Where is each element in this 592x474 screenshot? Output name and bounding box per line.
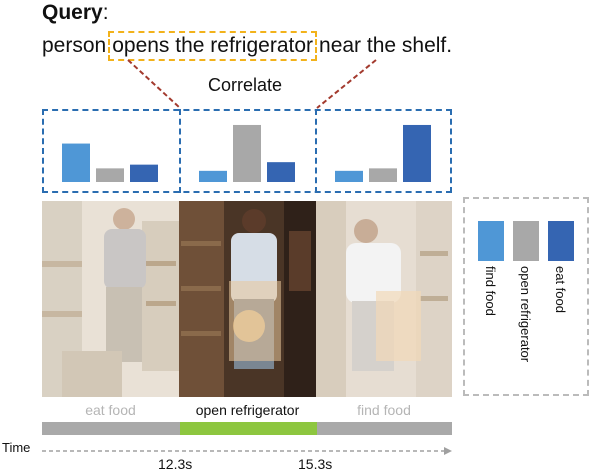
chart-1-bar-open-refrigerator	[96, 168, 124, 182]
video-frame-3	[316, 201, 452, 397]
time-axis-arrow	[42, 447, 452, 455]
legend-box	[463, 197, 589, 396]
tick-start-time: 12.3s	[158, 456, 193, 472]
query-text-after: near the shelf.	[319, 34, 453, 57]
timeline-segment-find-food	[317, 422, 452, 435]
frame-find-food-image	[316, 201, 452, 397]
connector-left	[127, 59, 181, 109]
chart-3-bar-find-food	[335, 170, 363, 182]
legend-swatch-eat-food	[548, 221, 574, 261]
chart-2-bar-find-food	[199, 170, 227, 182]
chart-2-bar-eat-food	[267, 162, 295, 182]
chart-frame	[42, 109, 452, 193]
query-title: Query:	[42, 1, 109, 24]
frame-open-refrigerator-image	[179, 201, 316, 397]
segment-label-find-food: find food	[357, 402, 411, 418]
timeline-segment-open-refrigerator	[180, 422, 317, 435]
frame-eat-food-image	[42, 201, 179, 397]
legend-swatch-find-food	[478, 221, 504, 261]
chart-divider-2	[315, 109, 317, 193]
clip-charts	[62, 124, 431, 182]
chart-divider-1	[179, 109, 181, 193]
chart-2-bar-open-refrigerator	[233, 124, 261, 182]
segment-label-open-refrigerator: open refrigerator	[195, 402, 300, 418]
video-frame-1	[42, 201, 179, 397]
connector-right	[316, 59, 377, 109]
chart-3-bar-open-refrigerator	[369, 168, 397, 182]
correlate-label: Correlate	[208, 75, 283, 95]
chart-1-bar-eat-food	[130, 164, 158, 182]
chart-3-bar-eat-food	[403, 124, 431, 182]
query-highlight: opens the refrigerator	[108, 31, 318, 61]
legend-label-find-food: find food	[483, 266, 498, 316]
legend-swatch-open-refrigerator	[513, 221, 539, 261]
tick-end-time: 15.3s	[298, 456, 333, 472]
query-text-before: person	[42, 34, 107, 57]
timeline-segment-eat-food	[42, 422, 180, 435]
video-frame-2	[179, 201, 316, 397]
time-axis-label: Time	[2, 440, 31, 455]
chart-1-bar-find-food	[62, 143, 90, 182]
segment-label-eat-food: eat food	[85, 402, 136, 418]
legend-label-eat-food: eat food	[553, 266, 568, 313]
legend-label-open-refrigerator: open refrigerator	[518, 266, 533, 363]
